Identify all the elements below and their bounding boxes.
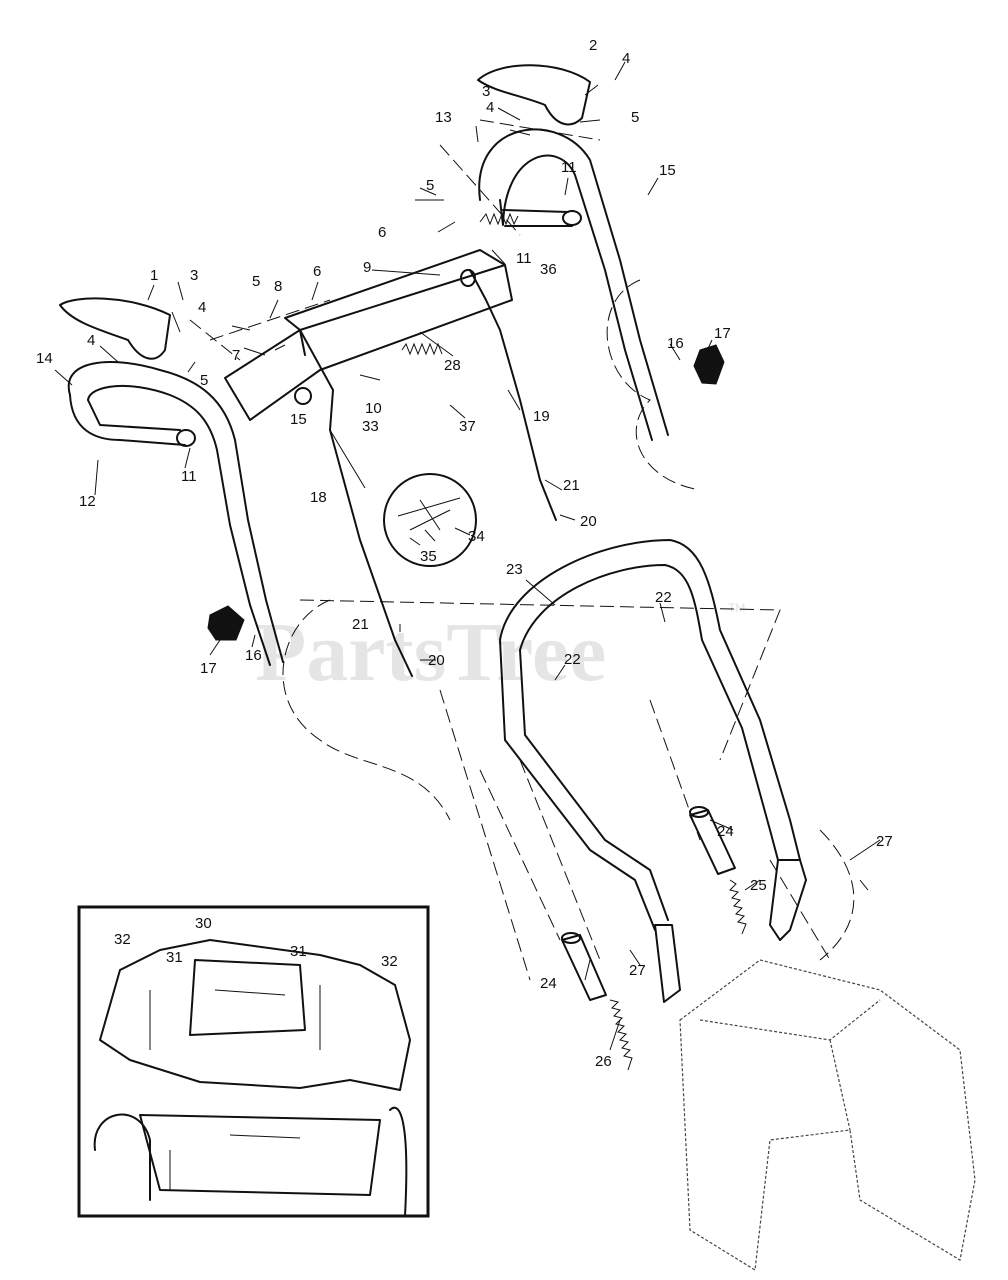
inset-console <box>93 939 411 1217</box>
control-rod-19 <box>469 269 557 521</box>
callout-11: 11 <box>561 159 577 176</box>
callout-21: 21 <box>352 616 369 633</box>
spacer-tube-lower-end <box>561 932 581 944</box>
diagram-drawing: PartsTree TM <box>59 64 976 1272</box>
callout-6: 6 <box>378 224 386 241</box>
callout-6: 6 <box>313 263 321 280</box>
callout-4: 4 <box>87 332 95 349</box>
callout-18: 18 <box>310 489 327 506</box>
watermark-tm: TM <box>728 601 745 615</box>
left-grip-cover <box>59 297 171 360</box>
callout-27: 27 <box>629 962 646 979</box>
callout-11: 11 <box>181 468 197 485</box>
callout-labels: 1 2 3 3 4 4 4 4 5 5 5 5 6 6 7 8 9 10 11 … <box>36 37 893 1070</box>
lower-handle-bracket-left <box>654 924 681 1003</box>
knob-left <box>207 605 245 641</box>
callout-5: 5 <box>252 273 260 290</box>
callout-11: 11 <box>516 250 532 267</box>
spring-26 <box>609 999 633 1071</box>
callout-24: 24 <box>540 975 557 992</box>
bracket-hole-2 <box>294 387 312 405</box>
callout-9: 9 <box>363 259 371 276</box>
callout-3: 3 <box>482 83 490 100</box>
spring-25 <box>729 879 747 935</box>
callout-5: 5 <box>631 109 639 126</box>
callout-25: 25 <box>750 877 767 894</box>
spring-37 <box>401 342 443 356</box>
callout-30: 30 <box>195 915 212 932</box>
callout-27: 27 <box>876 833 893 850</box>
callout-34: 34 <box>468 528 485 545</box>
callout-16: 16 <box>667 335 684 352</box>
callout-37: 37 <box>459 418 476 435</box>
callout-35: 35 <box>420 548 437 565</box>
callout-13: 13 <box>435 109 452 126</box>
right-upper-handle <box>478 128 669 441</box>
assembly-lines <box>189 119 855 981</box>
detail-circle <box>383 473 477 567</box>
callout-15: 15 <box>659 162 676 179</box>
callout-31: 31 <box>290 943 307 960</box>
callout-20: 20 <box>580 513 597 530</box>
engine-housing-ghost <box>679 959 976 1272</box>
callout-2: 2 <box>589 37 597 54</box>
callout-32: 32 <box>114 931 131 948</box>
knob-right <box>693 344 725 385</box>
callout-24: 24 <box>717 823 734 840</box>
callout-17: 17 <box>200 660 217 677</box>
right-grip-cover <box>477 64 591 126</box>
callout-7: 7 <box>232 347 240 364</box>
callout-33: 33 <box>362 418 379 435</box>
callout-5: 5 <box>426 177 434 194</box>
callout-23: 23 <box>506 561 523 578</box>
handle-tube-end-right <box>562 210 582 226</box>
spacer-tube-lower <box>561 934 607 1001</box>
spacer-tube-upper-end <box>689 806 709 818</box>
callout-4: 4 <box>622 50 630 67</box>
lower-handle-bracket-right <box>769 859 807 941</box>
control-rod-18 <box>299 329 413 677</box>
callout-5: 5 <box>200 372 208 389</box>
callout-4: 4 <box>486 99 494 116</box>
callout-14: 14 <box>36 350 53 367</box>
spacer-tube-upper <box>689 809 736 875</box>
handle-tube-right <box>502 209 573 227</box>
callout-15: 15 <box>290 411 307 428</box>
callout-21: 21 <box>563 477 580 494</box>
callout-1: 1 <box>150 267 158 284</box>
detail-linkage <box>397 497 461 531</box>
handle-tube-end-left <box>176 429 196 447</box>
callout-12: 12 <box>79 493 96 510</box>
callout-26: 26 <box>595 1053 612 1070</box>
callout-8: 8 <box>274 278 282 295</box>
left-upper-handle <box>67 361 284 666</box>
callout-16: 16 <box>245 647 262 664</box>
spring-36 <box>479 212 519 226</box>
callout-36: 36 <box>540 261 557 278</box>
callout-20: 20 <box>428 652 445 669</box>
callout-32: 32 <box>381 953 398 970</box>
lower-handle <box>499 539 801 931</box>
callout-19: 19 <box>533 408 550 425</box>
watermark: PartsTree TM <box>255 601 745 699</box>
handle-tube-left <box>69 394 186 446</box>
callout-3: 3 <box>190 267 198 284</box>
callout-22: 22 <box>564 651 581 668</box>
callout-4: 4 <box>198 299 206 316</box>
leader-lines <box>54 61 881 1051</box>
callout-28: 28 <box>444 357 461 374</box>
callout-31: 31 <box>166 949 183 966</box>
callout-10: 10 <box>365 400 382 417</box>
watermark-text: PartsTree <box>255 606 606 699</box>
inset-frame <box>77 905 430 1218</box>
callout-17: 17 <box>714 325 731 342</box>
callout-22: 22 <box>655 589 672 606</box>
